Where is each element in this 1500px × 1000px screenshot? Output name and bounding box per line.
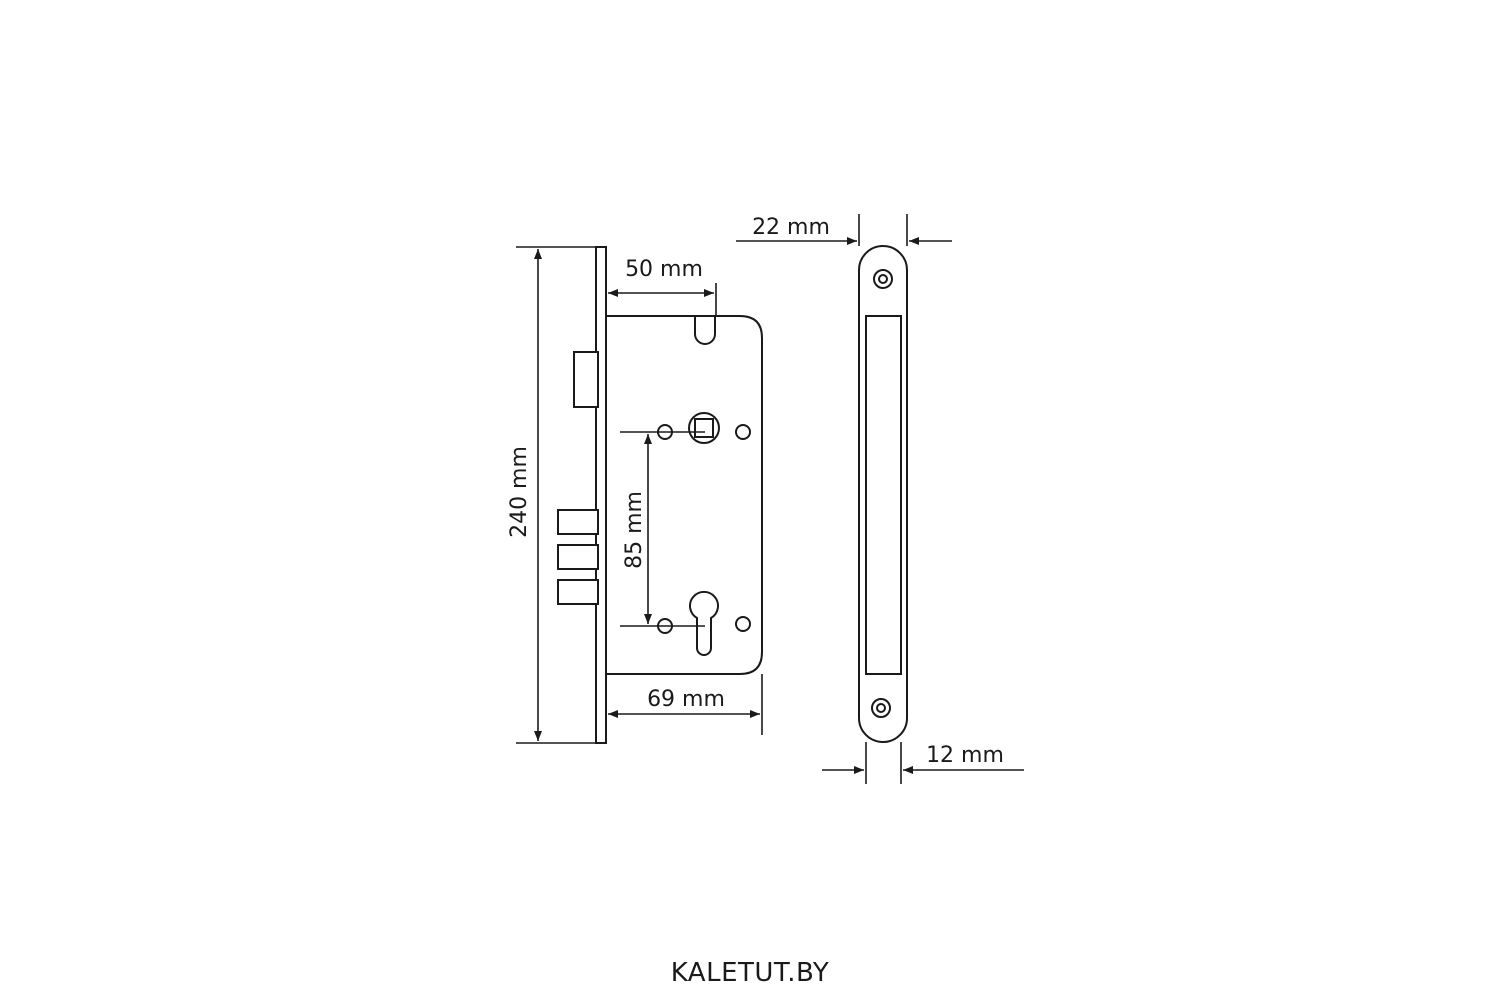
latch-bolt [573, 351, 599, 408]
deadbolt-2 [557, 544, 599, 570]
front-view: 240 mm 50 mm 85 mm 69 mm [507, 246, 763, 744]
deadbolt-1 [557, 509, 599, 535]
dim-label-center-distance: 85 mm [622, 491, 647, 569]
dim-label-height: 240 mm [507, 446, 532, 538]
side-screw-bottom-inner [876, 703, 886, 713]
side-case-body [865, 315, 902, 675]
side-screw-top [873, 269, 893, 289]
screw-hole-bottom-right [735, 616, 751, 632]
side-screw-bottom [871, 698, 891, 718]
dim-label-faceplate-width: 22 mm [752, 215, 830, 240]
watermark-text: KALETUT.BY [670, 958, 830, 988]
deadbolt-3 [557, 579, 599, 605]
spindle-square [694, 418, 714, 438]
faceplate [595, 246, 607, 744]
side-view: 22 mm 12 mm [736, 214, 1024, 784]
side-screw-top-inner [878, 274, 888, 284]
dim-label-thickness: 12 mm [926, 743, 1004, 768]
dim-label-backset: 50 mm [625, 257, 703, 282]
screw-hole-top-right [735, 424, 751, 440]
dim-label-depth: 69 mm [647, 687, 725, 712]
cylinder-keyhole [689, 590, 719, 656]
top-mounting-slot [694, 316, 716, 345]
spindle-ring [688, 412, 720, 444]
